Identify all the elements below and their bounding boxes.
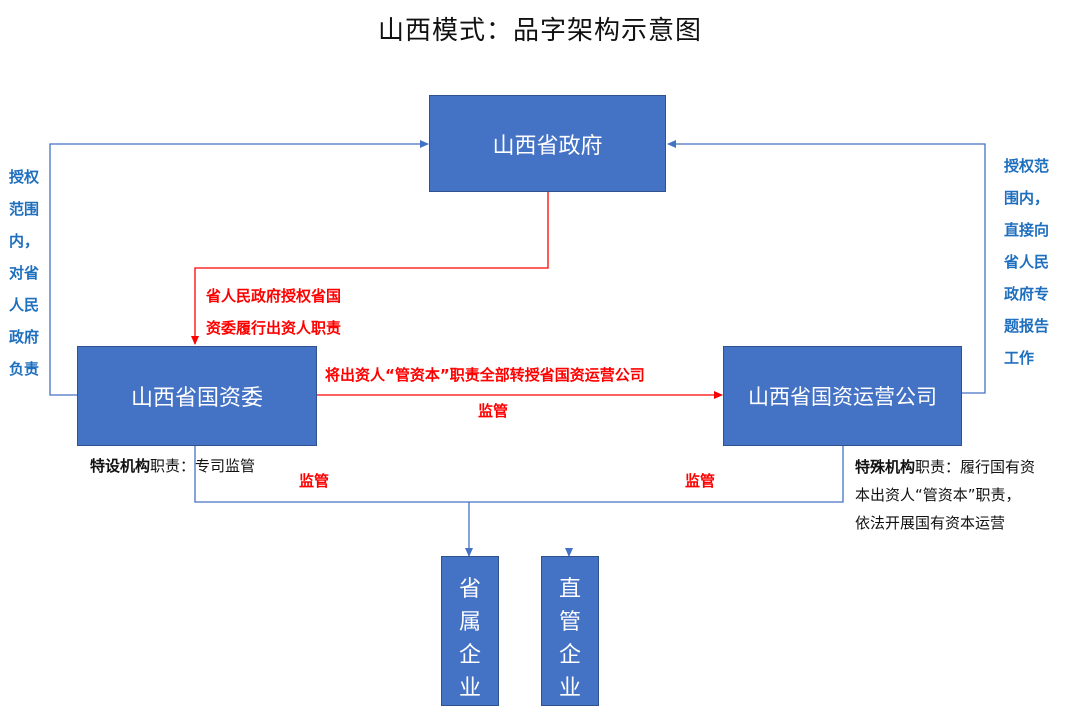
provincial-char-1: 省	[458, 577, 481, 602]
left-note-line: 人民	[9, 296, 40, 314]
left-note-line: 对省	[9, 264, 40, 282]
right-note-line: 授权范	[1004, 157, 1050, 175]
authorize-line	[191, 192, 549, 345]
direct-enterprise-box: 直 管 企 业	[541, 556, 599, 706]
authorize-label-line1: 省人民政府授权省国	[206, 287, 342, 305]
operator-box: 山西省国资运营公司	[723, 346, 962, 446]
provincial-char-2: 属	[458, 610, 481, 635]
direct-char-4: 业	[558, 676, 581, 701]
right-note-line: 工作	[1004, 349, 1035, 367]
direct-char-1: 直	[558, 577, 581, 602]
right-report-line	[667, 140, 986, 394]
supervise-label-left: 监管	[299, 472, 330, 490]
left-note-line: 授权	[9, 168, 40, 186]
operator-desc-bold: 特殊机构	[855, 458, 916, 476]
sasac-box: 山西省国资委	[77, 346, 317, 446]
supervise-label-mid: 监管	[478, 402, 509, 420]
operator-desc-line3: 依法开展国有资本运营	[855, 514, 1006, 532]
sasac-desc-bold: 特设机构	[90, 457, 151, 475]
right-note-line: 省人民	[1004, 253, 1050, 271]
operator-desc-line1: 职责：履行国有资	[915, 458, 1036, 476]
right-note-line: 直接向	[1004, 221, 1050, 239]
transfer-label: 将出资人“管资本”职责全部转授省国资运营公司	[325, 366, 645, 384]
provincial-enterprise-box: 省 属 企 业	[441, 556, 499, 706]
supervise-label-right: 监管	[685, 472, 716, 490]
right-note-line: 围内，	[1004, 189, 1050, 207]
page-title: 山西模式：品字架构示意图	[377, 16, 702, 46]
operator-description: 特殊机构职责：履行国有资 本出资人“管资本”职责， 依法开展国有资本运营	[855, 453, 1077, 537]
operator-desc-line2: 本出资人“管资本”职责，	[855, 486, 1021, 504]
left-note-line: 内，	[9, 232, 40, 250]
supervise-line	[194, 446, 844, 503]
authorize-label-line2: 资委履行出资人职责	[206, 319, 342, 337]
right-note-line: 题报告	[1004, 317, 1050, 335]
left-note: 授权 范围 内， 对省 人民 政府 负责	[9, 161, 49, 385]
right-note-line: 政府专	[1004, 285, 1050, 303]
left-note-line: 范围	[9, 200, 40, 218]
provincial-char-3: 企	[458, 643, 481, 668]
direct-char-2: 管	[558, 610, 581, 635]
sasac-description: 特设机构职责：专司监管	[90, 452, 255, 480]
provincial-char-4: 业	[458, 676, 481, 701]
sasac-desc-text: 职责：专司监管	[150, 457, 256, 475]
left-note-line: 政府	[9, 328, 40, 346]
left-report-line	[49, 140, 429, 396]
left-note-line: 负责	[9, 360, 40, 378]
right-note: 授权范 围内， 直接向 省人民 政府专 题报告 工作	[1004, 150, 1074, 374]
direct-char-3: 企	[558, 643, 581, 668]
gov-box: 山西省政府	[429, 95, 666, 192]
